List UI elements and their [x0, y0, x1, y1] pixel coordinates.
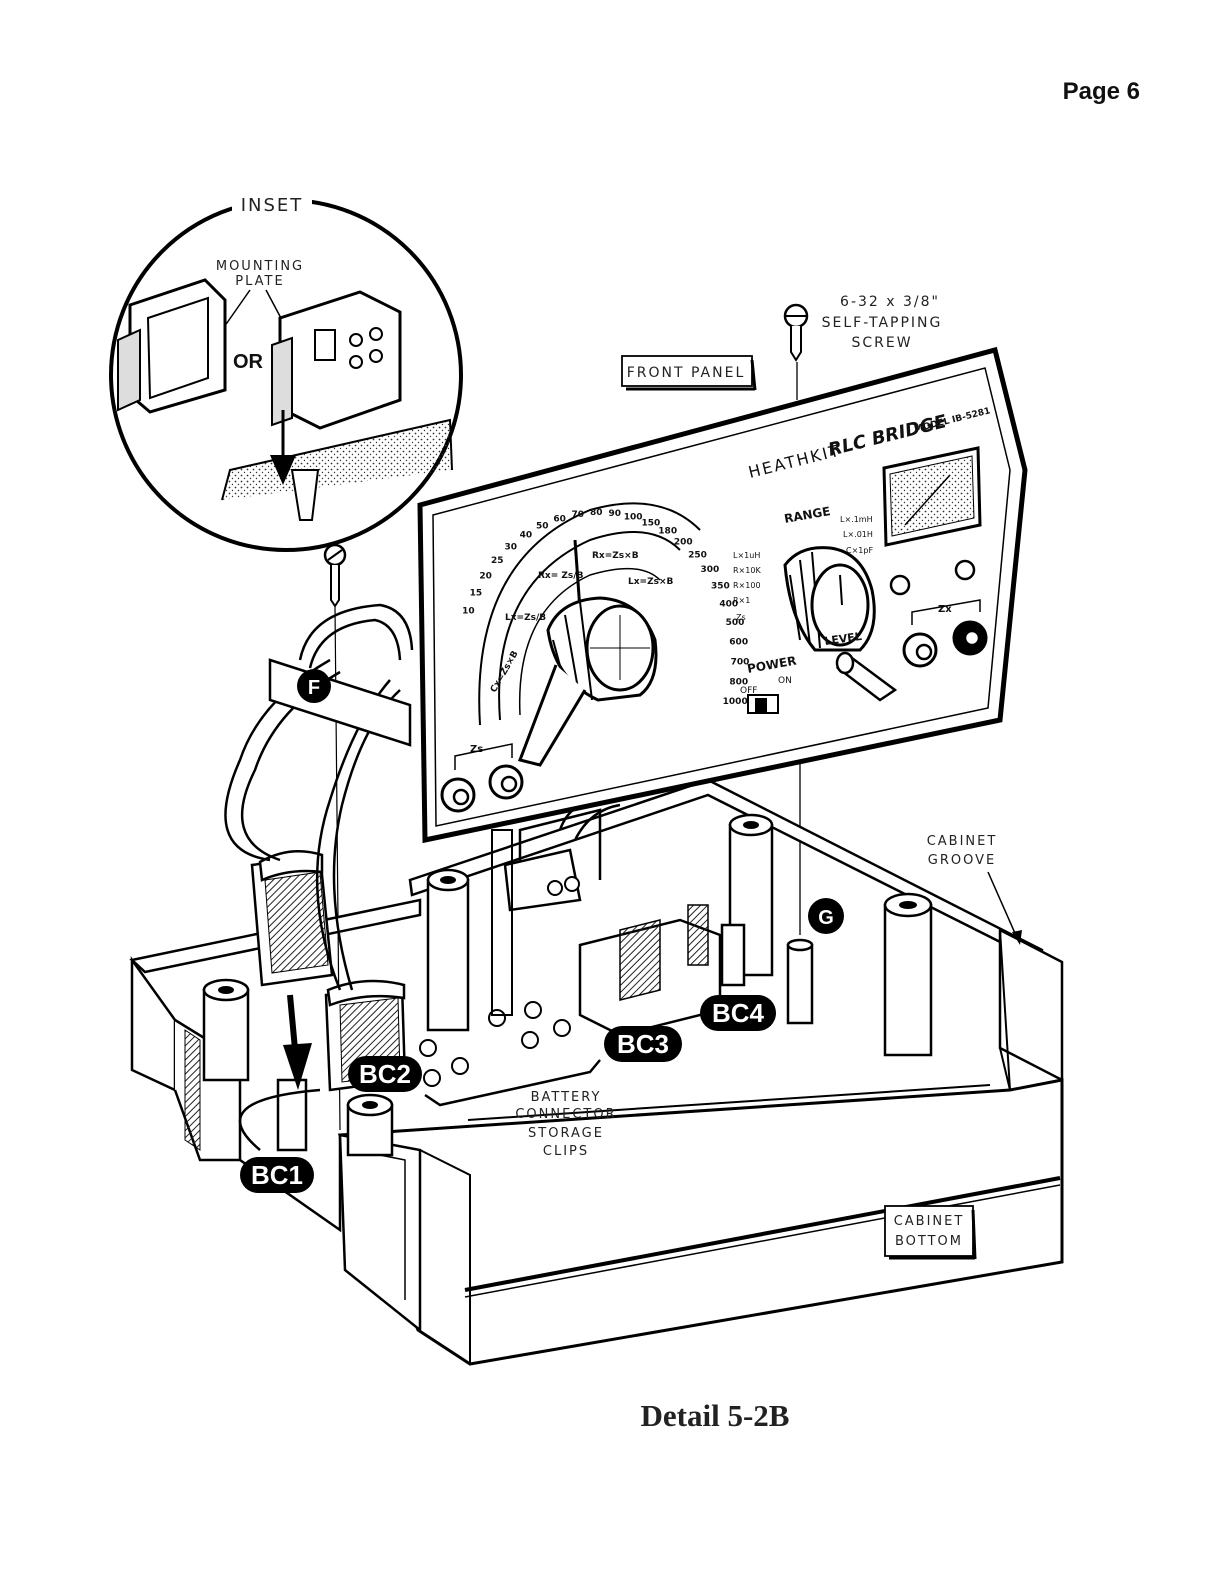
zx-terminal-right[interactable]: [952, 620, 988, 656]
dial-label: 80: [590, 508, 603, 518]
formula-3: Lx=Zs×B: [628, 577, 674, 587]
svg-text:G: G: [818, 907, 834, 929]
zs-terminal-right[interactable]: [488, 764, 524, 800]
range-left-0: L×1uH: [733, 551, 760, 560]
zx-terminal-left[interactable]: [902, 632, 938, 668]
dial-label: 20: [479, 572, 492, 582]
svg-text:CABINET: CABINET: [894, 1214, 965, 1229]
screw-label-3: SCREW: [851, 335, 912, 351]
balance-knob[interactable]: [517, 596, 658, 767]
cabinet-bottom: [129, 778, 1064, 1366]
or-label: OR: [233, 351, 264, 373]
cabinet-bottom-label: CABINET BOTTOM: [884, 1205, 977, 1260]
range-right-2: C×1pF: [846, 546, 873, 555]
front-panel: HEATHKIT RLC BRIDGE MODEL IB-5281 RANGE …: [417, 346, 1028, 844]
svg-text:BOTTOM: BOTTOM: [895, 1234, 963, 1249]
storage-clips-label: BATTERY CONNECTOR STORAGE CLIPS: [515, 1090, 616, 1159]
dial-label: 10: [462, 607, 475, 617]
range-left-1: R×10K: [733, 566, 761, 575]
panel-screw-icon: [889, 574, 911, 596]
mounting-posts: [202, 813, 933, 1157]
dial-label: 15: [470, 589, 483, 599]
svg-text:STORAGE: STORAGE: [528, 1126, 604, 1141]
mounting-plate-label-2: PLATE: [235, 274, 284, 289]
dial-label: 100: [624, 512, 643, 522]
svg-text:BC1: BC1: [251, 1160, 303, 1190]
dial-label: 1000: [723, 697, 748, 707]
dial-label: 150: [642, 518, 661, 528]
cabinet-groove-label-1: CABINET: [927, 834, 998, 849]
dial-label: 400: [719, 599, 738, 609]
svg-text:CLIPS: CLIPS: [543, 1144, 589, 1159]
range-right-1: L×.01H: [843, 530, 873, 539]
mounting-plate-label-1: MOUNTING: [216, 259, 304, 274]
front-panel-label: FRONT PANEL: [621, 355, 757, 391]
inset-detail: INSET MOUNTING PLATE OR: [109, 192, 463, 552]
range-right-0: L×.1mH: [840, 515, 873, 524]
range-left-4: Zs: [736, 613, 746, 622]
dial-label: 180: [658, 527, 677, 537]
formula-2: Lx=Zs/B: [505, 613, 546, 623]
svg-text:FRONT PANEL: FRONT PANEL: [627, 365, 746, 381]
range-left-3: R×1: [733, 596, 750, 605]
dial-scale: [478, 502, 701, 726]
zx-label: Zx: [938, 604, 952, 615]
batteries: [250, 850, 407, 1092]
zs-label: Zs: [470, 744, 483, 755]
page-number: Page 6: [1062, 78, 1140, 105]
formula-0: Rx= Zs/B: [538, 571, 584, 581]
callout-f: F: [297, 669, 331, 703]
svg-text:BATTERY: BATTERY: [531, 1090, 602, 1105]
dial-label: 250: [688, 550, 707, 560]
inset-title: INSET: [241, 195, 304, 216]
range-knob[interactable]: [783, 546, 876, 652]
dial-label: 70: [572, 510, 585, 520]
callout-bc3: BC3: [604, 1026, 682, 1062]
callout-g: G: [808, 898, 844, 934]
dial-label: 350: [711, 582, 730, 592]
screw-label-1: 6-32 x 3/8": [840, 294, 940, 310]
floor-holes: [419, 1001, 571, 1087]
level-shaft[interactable]: [835, 651, 898, 702]
dial-label: 500: [726, 618, 745, 628]
power-switch[interactable]: [747, 694, 779, 714]
dial-label: 60: [553, 514, 566, 524]
dial-label: 800: [729, 677, 748, 687]
dial-label: 25: [491, 556, 504, 566]
panel-screw-icon: [954, 559, 976, 581]
screw-label-2: SELF-TAPPING: [822, 315, 943, 331]
range-left-2: R×100: [733, 581, 761, 590]
callout-bc2: BC2: [348, 1056, 422, 1092]
dial-label: 50: [536, 521, 549, 531]
zs-terminal-left[interactable]: [440, 777, 476, 813]
wires: [224, 603, 621, 1151]
cabinet-groove-label-2: GROOVE: [928, 853, 996, 868]
dial-label: 30: [505, 542, 518, 552]
callout-bc4: BC4: [700, 995, 776, 1031]
figure-caption: Detail 5-2B: [640, 1398, 790, 1433]
meter: [882, 446, 982, 547]
callout-bc1: BC1: [240, 1157, 314, 1193]
level-label: LEVEL: [824, 630, 863, 648]
svg-text:BC3: BC3: [617, 1029, 669, 1059]
dial-label: 600: [729, 638, 748, 648]
dial-label: 700: [731, 657, 750, 667]
dial-label: 200: [674, 538, 693, 548]
svg-text:F: F: [308, 677, 320, 699]
dial-label: 40: [520, 531, 533, 541]
formula-1: Rx=Zs×B: [592, 551, 639, 561]
dial-label: 90: [609, 509, 622, 519]
svg-text:BC2: BC2: [359, 1059, 411, 1089]
off-label: OFF: [740, 686, 757, 696]
dial-label: 300: [701, 565, 720, 575]
internal-connector: [491, 829, 582, 1016]
svg-text:BC4: BC4: [712, 998, 765, 1028]
battery-clips: [276, 904, 746, 1152]
on-label: ON: [778, 676, 792, 686]
svg-text:CONNECTOR: CONNECTOR: [515, 1107, 616, 1122]
